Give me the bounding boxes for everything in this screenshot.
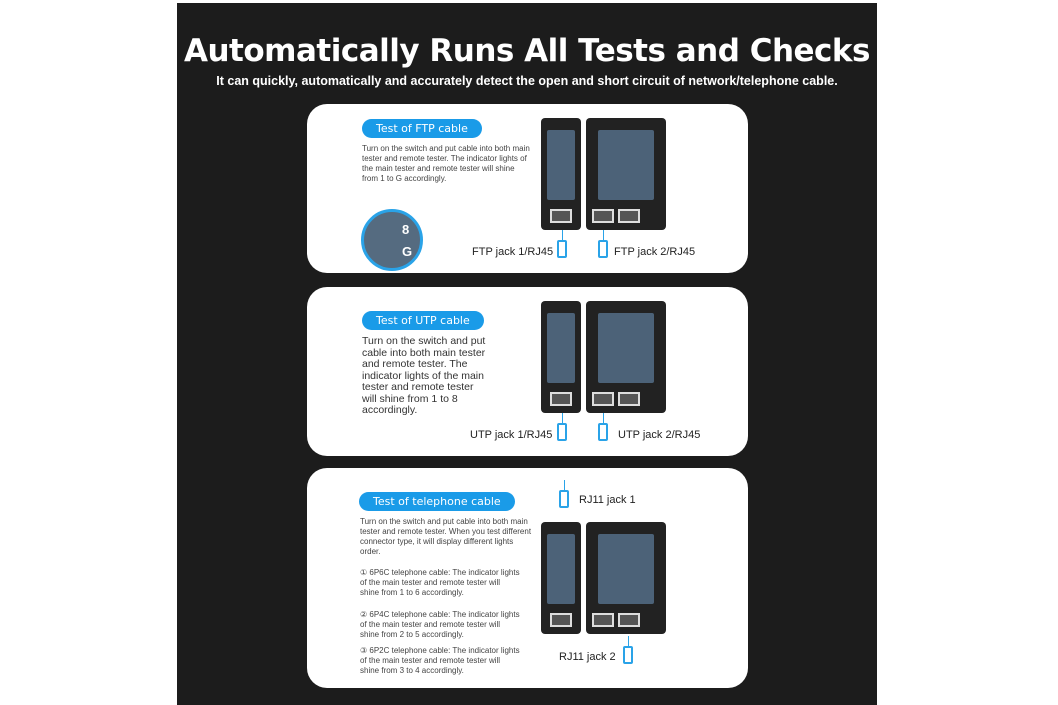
utp-jack-1-label: UTP jack 1/RJ45: [470, 429, 553, 441]
main-tester: [541, 118, 581, 230]
remote-tester: [586, 301, 666, 413]
ftp-pill: Test of FTP cable: [362, 119, 482, 138]
rj45-plug-icon: [598, 230, 608, 258]
utp-pill: Test of UTP cable: [362, 311, 484, 330]
ftp-jack-2-label: FTP jack 2/RJ45: [614, 246, 696, 258]
rj45-plug-icon: [598, 413, 608, 441]
telephone-card: Test of telephone cable Turn on the swit…: [307, 468, 748, 688]
utp-card: Test of UTP cable Turn on the switch and…: [307, 287, 748, 456]
rj11-plug-icon: [559, 480, 569, 508]
zoom-label-g: G: [402, 244, 413, 259]
telephone-item-1: ① 6P6C telephone cable: The indicator li…: [360, 568, 520, 597]
telephone-item-3: ③ 6P2C telephone cable: The indicator li…: [360, 646, 520, 675]
rj45-plug-icon: [557, 413, 567, 441]
ftp-jack-1-label: FTP jack 1/RJ45: [472, 246, 554, 258]
subheadline: It can quickly, automatically and accura…: [216, 74, 838, 88]
headline: Automatically Runs All Tests and Checks: [183, 33, 871, 69]
product-banner: Automatically Runs All Tests and Checks …: [177, 3, 877, 705]
telephone-pill: Test of telephone cable: [359, 492, 515, 511]
rj45-plug-icon: [557, 230, 567, 258]
utp-jack-2-label: UTP jack 2/RJ45: [618, 429, 701, 441]
remote-tester: [586, 522, 666, 634]
telephone-item-2: ② 6P4C telephone cable: The indicator li…: [360, 610, 520, 639]
main-tester: [541, 522, 581, 634]
telephone-description: Turn on the switch and put cable into bo…: [360, 517, 532, 556]
utp-description: Turn on the switch and put cable into bo…: [362, 335, 486, 416]
zoom-label-8: 8: [402, 222, 410, 237]
remote-tester: [586, 118, 666, 230]
rj11-plug-icon: [623, 636, 633, 664]
rj11-jack-2-label: RJ11 jack 2: [559, 651, 616, 663]
rj11-jack-1-label: RJ11 jack 1: [579, 494, 636, 506]
main-tester: [541, 301, 581, 413]
ftp-card: Test of FTP cable Turn on the switch and…: [307, 104, 748, 273]
ftp-description: Turn on the switch and put cable into bo…: [362, 144, 530, 183]
